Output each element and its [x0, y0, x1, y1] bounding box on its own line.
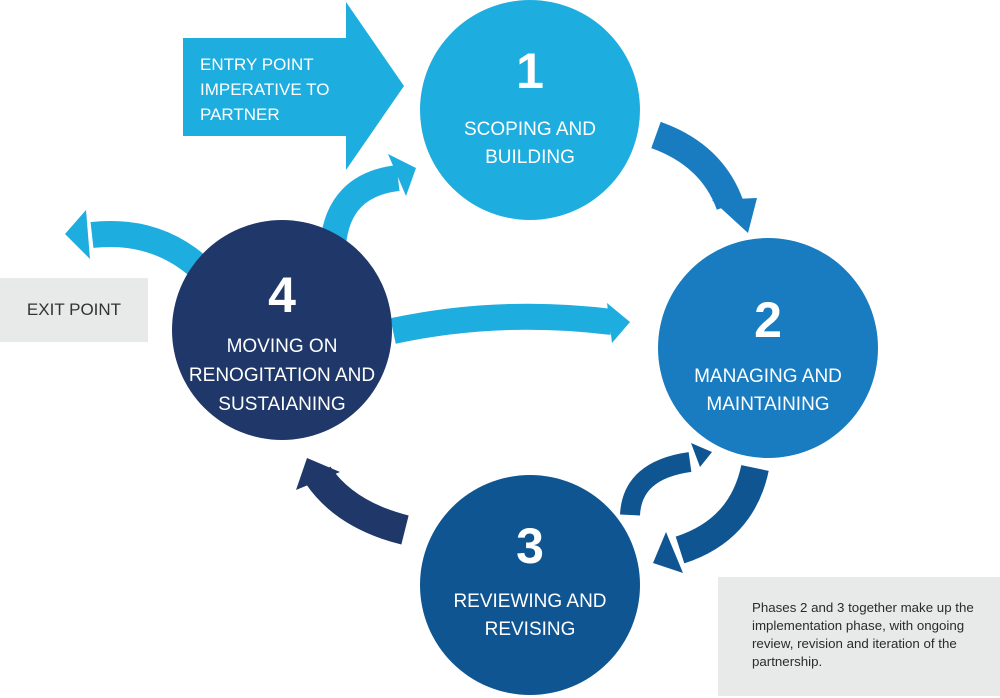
arrow-4-to-exit-body: [90, 221, 209, 278]
phase-1-number: 1: [516, 43, 544, 99]
arrow-4-to-1-head: [388, 154, 416, 196]
arrow-2-to-3: [653, 464, 769, 573]
arrow-3-to-4-body: [305, 466, 409, 545]
arrow-1-to-2: [650, 121, 757, 233]
phase-4-number: 4: [268, 267, 296, 323]
implementation-note: Phases 2 and 3 together make up the impl…: [718, 577, 1000, 696]
phase-4-label-line-3: SUSTAIANING: [218, 394, 345, 415]
entry-label-line-2: IMPERATIVE TO: [200, 80, 329, 99]
implementation-note-text: Phases 2 and 3 together make up the impl…: [752, 600, 974, 669]
entry-label-line-3: PARTNER: [200, 105, 280, 124]
arrow-2-to-3-head: [653, 532, 683, 573]
phase-2-label-line-1: MANAGING AND: [694, 366, 842, 387]
arrow-4-to-2: [390, 303, 630, 344]
phase-4-circle: [172, 220, 392, 440]
phase-4-label-line-2: RENOGITATION AND: [189, 365, 375, 386]
arrow-3-to-2: [620, 443, 712, 517]
exit-point-label: EXIT POINT: [26, 300, 122, 319]
entry-arrow: ENTRY POINT IMPERATIVE TO PARTNER: [183, 2, 404, 170]
phase-1-circle: [420, 0, 640, 220]
arrow-4-to-1: [320, 154, 416, 247]
arrow-1-to-2-head: [712, 198, 757, 233]
phase-2: 2 MANAGING AND MAINTAINING: [658, 238, 878, 458]
phase-3-circle: [420, 475, 640, 695]
phase-3: 3 REVIEWING AND REVISING: [420, 475, 640, 695]
phase-3-label-line-2: REVISING: [485, 619, 576, 640]
exit-point-box: EXIT POINT: [0, 278, 148, 342]
arrow-3-to-2-head: [691, 443, 712, 467]
arrow-4-to-exit: [65, 210, 209, 278]
phase-4: 4 MOVING ON RENOGITATION AND SUSTAIANING: [172, 220, 392, 440]
phase-4-label-line-1: MOVING ON: [227, 336, 338, 357]
phase-3-number: 3: [516, 518, 544, 574]
arrow-4-to-2-head: [607, 303, 630, 343]
phase-2-circle: [658, 238, 878, 458]
arrow-4-to-exit-head: [65, 210, 90, 259]
arrow-3-to-2-body: [620, 452, 692, 517]
phase-2-number: 2: [754, 292, 782, 348]
phase-1-label-line-1: SCOPING AND: [464, 119, 596, 140]
entry-arrow-shape: [183, 2, 404, 170]
arrow-4-to-2-body: [390, 303, 614, 344]
entry-label-line-1: ENTRY POINT: [200, 55, 314, 74]
arrow-3-to-4-head: [296, 458, 340, 490]
phase-2-label-line-2: MAINTAINING: [706, 394, 829, 415]
phase-3-label-line-1: REVIEWING AND: [453, 591, 606, 612]
arrow-3-to-4: [296, 458, 409, 545]
arrow-4-to-1-body: [320, 165, 400, 247]
phase-1-label-line-2: BUILDING: [485, 147, 575, 168]
phase-1: 1 SCOPING AND BUILDING: [420, 0, 640, 220]
arrow-1-to-2-body: [650, 121, 744, 211]
arrow-2-to-3-body: [675, 464, 769, 564]
